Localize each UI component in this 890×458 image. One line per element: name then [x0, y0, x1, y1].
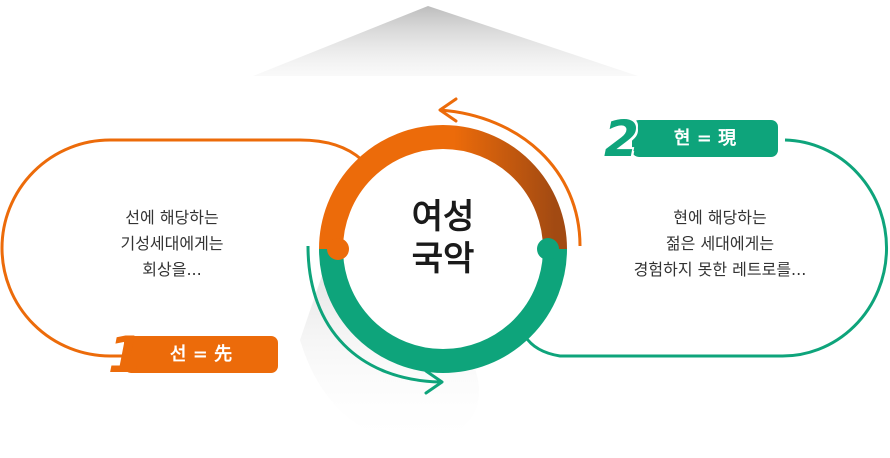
green-arrowhead [424, 369, 444, 395]
left-description-line: 선에 해당하는 [125, 208, 219, 227]
center-title-line2: 국악 [411, 239, 475, 279]
orange-arrow [439, 108, 582, 247]
left-description-line: 기성세대에게는 [120, 234, 224, 253]
center-title-line1: 여성 [411, 197, 475, 237]
ring-top-half [319, 125, 567, 250]
left-description-line: 회상을... [142, 260, 202, 279]
ring-white-core [343, 149, 543, 349]
top-triangle-shape [253, 6, 638, 76]
right-badge: 현 = 現 [632, 120, 778, 157]
right-step-number: 2 [604, 110, 639, 168]
green-arrow [306, 245, 441, 384]
orange-arrowhead [438, 97, 458, 123]
right-description: 현에 해당하는 젊은 세대에게는 경험하지 못한 레트로를... [610, 205, 830, 283]
left-step-number: 1 [108, 326, 143, 384]
right-description-line: 현에 해당하는 [673, 208, 767, 227]
center-title: 여성 국악 [380, 196, 506, 280]
left-loop-outline [0, 138, 364, 358]
right-loop-outline [523, 138, 888, 358]
left-badge: 선 = 先 [124, 336, 278, 373]
ring-bottom-half [319, 248, 567, 373]
ring-joint-left [327, 238, 349, 260]
left-description: 선에 해당하는 기성세대에게는 회상을... [72, 205, 272, 283]
right-description-line: 젊은 세대에게는 [665, 234, 775, 253]
ring-joint-right [537, 238, 559, 260]
right-description-line: 경험하지 못한 레트로를... [633, 260, 807, 279]
